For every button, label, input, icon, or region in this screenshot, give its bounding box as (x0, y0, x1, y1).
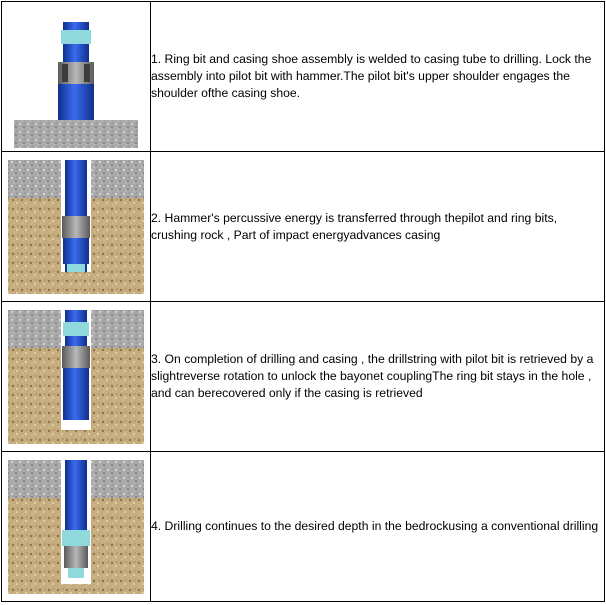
casing-tube (58, 84, 94, 120)
step-row-3: 3. On completion of drilling and casing … (1, 301, 605, 452)
step-row-1: 1. Ring bit and casing shoe assembly is … (1, 1, 605, 152)
casing-shoe (62, 346, 90, 368)
step-1-text: 1. Ring bit and casing shoe assembly is … (150, 1, 605, 152)
pilot-bit (64, 546, 88, 568)
step-1-illustration-cell (1, 1, 151, 152)
gravel-ground (14, 120, 138, 148)
step-4-text: 4. Drilling continues to the desired dep… (150, 451, 605, 602)
casing-tube (63, 368, 89, 420)
step-3-illustration-cell (1, 301, 151, 452)
step-2-illustration-cell (1, 151, 151, 302)
drill-pipe (65, 460, 87, 530)
step-3-drill-illustration (8, 310, 144, 444)
step-row-4: 4. Drilling continues to the desired dep… (1, 451, 605, 602)
step-4-illustration-cell (1, 451, 151, 602)
step-3-text: 3. On completion of drilling and casing … (150, 301, 605, 452)
step-2-drill-illustration (8, 160, 144, 294)
step-4-drill-illustration (8, 460, 144, 594)
step-2-text: 2. Hammer's percussive energy is transfe… (150, 151, 605, 302)
step-row-2: 2. Hammer's percussive energy is transfe… (1, 151, 605, 302)
step-1-drill-illustration (14, 22, 138, 148)
